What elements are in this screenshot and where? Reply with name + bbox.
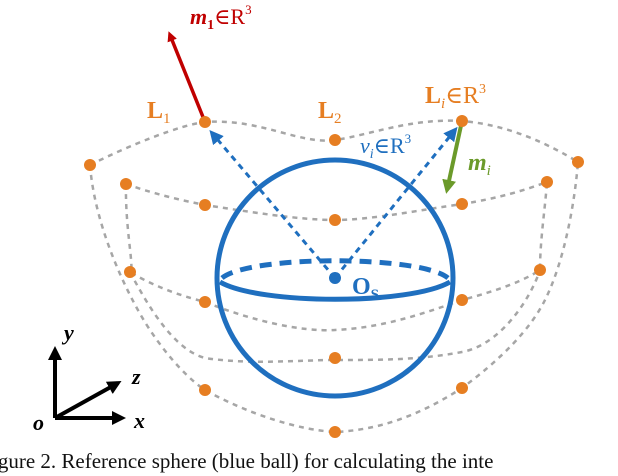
landmark-point — [124, 266, 136, 278]
axis-z-label: z — [131, 364, 141, 389]
m1-arrow — [167, 31, 207, 123]
landmark-point — [199, 199, 211, 211]
vector-to-L1 — [209, 129, 337, 279]
label-Os: OS — [352, 274, 379, 303]
upper-outer-contour — [89, 119, 579, 167]
axis-y-label: y — [61, 320, 74, 345]
landmark-point — [329, 134, 341, 146]
landmark-points — [84, 115, 584, 438]
label-L1: L1 — [147, 98, 171, 127]
mi-arrow — [442, 120, 464, 194]
landmark-point — [456, 382, 468, 394]
label-mi: mi — [468, 150, 491, 179]
label-L2: L2 — [318, 98, 342, 127]
landmark-point — [329, 426, 341, 438]
axis-z-line — [54, 381, 122, 420]
figure-caption: igure 2. Reference sphere (blue ball) fo… — [0, 447, 618, 476]
sphere-equator-front — [218, 279, 452, 302]
lower-outer-contour — [88, 161, 580, 434]
landmark-point — [456, 198, 468, 210]
landmark-point — [534, 264, 546, 276]
vector-to-Li — [333, 126, 458, 279]
sphere-outline — [214, 157, 456, 399]
figure-caption-text: igure 2. Reference sphere (blue ball) fo… — [0, 449, 494, 473]
landmark-point — [456, 294, 468, 306]
landmark-point — [120, 178, 132, 190]
landmark-point — [199, 296, 211, 308]
label-vi: vi∈R3 — [360, 131, 411, 162]
label-Li: Li∈R3 — [425, 82, 486, 112]
vi-vectors — [209, 126, 458, 279]
landmark-point — [199, 116, 211, 128]
lower-mid-contour — [128, 269, 542, 363]
landmark-point — [329, 352, 341, 364]
label-m1: m1∈R3 — [190, 2, 252, 33]
axis-x-label: x — [133, 408, 145, 433]
landmark-point — [329, 214, 341, 226]
landmark-point — [456, 115, 468, 127]
landmark-point — [541, 176, 553, 188]
axis-origin-label: o — [33, 410, 44, 435]
lower-inner-contour — [124, 181, 549, 332]
landmark-point — [84, 159, 96, 171]
landmark-point — [572, 156, 584, 168]
landmark-point — [199, 384, 211, 396]
coordinate-axes: y z x o — [33, 320, 145, 435]
